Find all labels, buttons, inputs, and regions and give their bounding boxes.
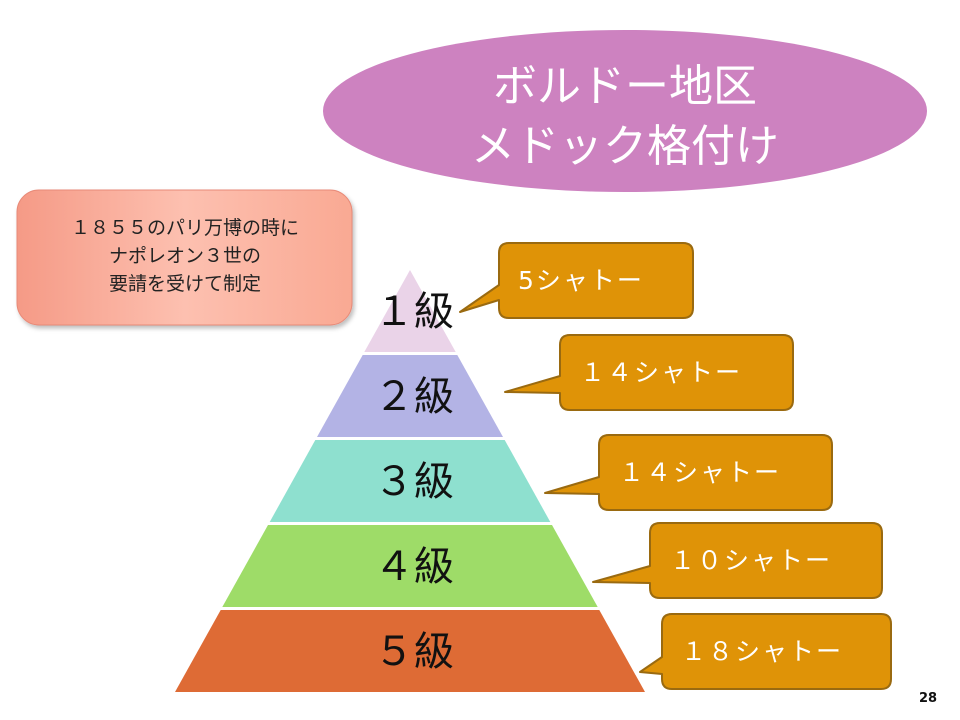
callout-tier-4 [592,522,883,599]
tier-4-count: １０シャトー [670,546,832,575]
tier-2-label: ２級 [374,374,454,420]
callout-texts: 5シャトー １４シャトー １４シャトー １０シャトー １８シャトー [518,266,843,666]
pyramid-tier-3 [269,440,551,522]
pyramid-tier-1 [364,270,456,352]
tier-3-label: ３級 [374,459,454,505]
tier-5-label: ５級 [374,629,454,675]
title-line-2: メドック格付け [471,121,779,172]
history-note: １８５５のパリ万博の時に ナポレオン３世の 要請を受けて制定 [16,189,353,326]
tier-1-count: 5シャトー [518,266,644,295]
callouts [459,242,892,690]
note-line-3: 要請を受けて制定 [109,273,261,295]
callout-tier-5 [639,613,892,690]
tier-3-count: １４シャトー [619,458,781,487]
title-line-1: ボルドー地区 [493,61,757,112]
pyramid: １級 ２級 ３級 ４級 ５級 [175,270,645,692]
title-ellipse: ボルドー地区 メドック格付け [323,30,927,192]
pyramid-tier-4 [222,525,598,607]
callout-tier-3 [544,434,833,511]
tier-4-label: ４級 [374,544,454,590]
tier-2-count: １４シャトー [580,358,742,387]
pyramid-tier-5 [175,610,645,692]
page-number: 28 [919,691,937,706]
callout-tier-2 [504,334,794,411]
note-line-1: １８５５のパリ万博の時に [71,217,299,239]
tier-5-count: １８シャトー [681,637,843,666]
note-line-2: ナポレオン３世の [109,245,261,267]
pyramid-tier-2 [317,355,503,437]
tier-1-label: １級 [374,289,454,335]
callout-tier-1 [459,242,694,319]
